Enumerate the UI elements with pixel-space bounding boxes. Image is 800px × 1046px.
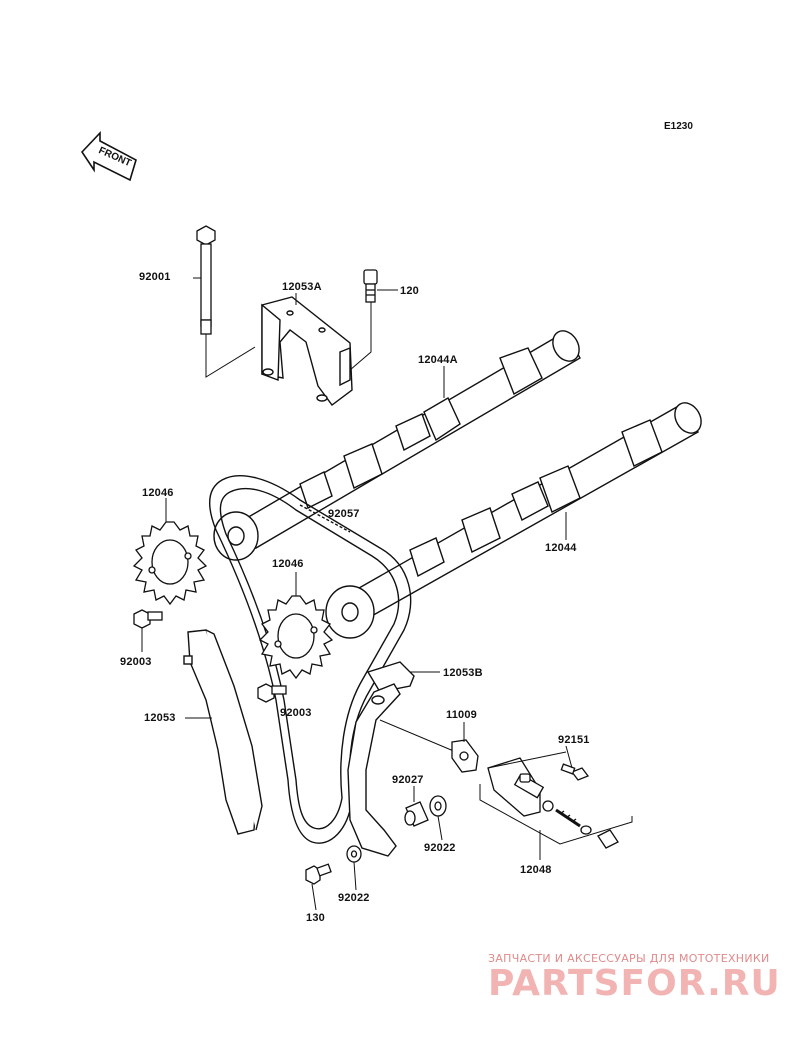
label-92151: 92151 — [558, 734, 590, 746]
collar-92027 — [404, 801, 429, 827]
tensioner-12048 — [487, 757, 619, 849]
bolt-92151 — [560, 763, 590, 781]
label-12053B: 12053B — [443, 667, 483, 679]
camshaft-exhaust-12044 — [325, 402, 702, 639]
label-92027: 92027 — [392, 774, 424, 786]
bolt-130 — [305, 863, 332, 885]
label-12044: 12044 — [545, 542, 577, 554]
chain-guide-left-12053 — [183, 629, 263, 835]
watermark-logo: PARTSFOR.RU — [488, 963, 781, 1004]
label-130: 130 — [306, 912, 325, 924]
label-92003-left: 92003 — [120, 656, 152, 668]
chain-guide-holder-12053A — [261, 296, 353, 406]
washer-upper-92022 — [429, 795, 447, 817]
bolt-120 — [363, 269, 378, 303]
gasket-11009 — [451, 739, 479, 773]
label-12046-right: 12046 — [272, 558, 304, 570]
label-12053: 12053 — [144, 712, 176, 724]
label-12046-left: 12046 — [142, 487, 174, 499]
tensioner-guide-arm — [347, 683, 401, 857]
label-92057: 92057 — [328, 508, 360, 520]
chain-guide-upper-12053B — [366, 661, 415, 693]
sprocket-right-12046 — [258, 595, 334, 680]
cam-chain-92057 — [209, 475, 412, 844]
bolt-sprocket-left-92003 — [133, 609, 163, 629]
label-92022-lower: 92022 — [338, 892, 370, 904]
sprocket-left-12046 — [132, 521, 208, 606]
washer-lower-92022 — [346, 845, 362, 863]
label-12048: 12048 — [520, 864, 552, 876]
label-12044A: 12044A — [418, 354, 458, 366]
front-arrow-icon: FRONT — [80, 130, 137, 182]
watermark-tagline: ЗАПЧАСТИ И АКСЕССУАРЫ ДЛЯ МОТОТЕХНИКИ — [488, 952, 770, 965]
label-11009: 11009 — [446, 709, 477, 721]
label-120: 120 — [400, 285, 419, 297]
label-92001: 92001 — [139, 271, 171, 283]
label-12053A: 12053A — [282, 281, 322, 293]
label-92022-upper: 92022 — [424, 842, 456, 854]
camshaft-intake-12044A — [213, 330, 581, 561]
diagram-code: E1230 — [664, 121, 693, 132]
label-92003-right: 92003 — [280, 707, 312, 719]
long-bolt-92001 — [196, 225, 216, 335]
bolt-sprocket-right-92003 — [257, 683, 287, 703]
